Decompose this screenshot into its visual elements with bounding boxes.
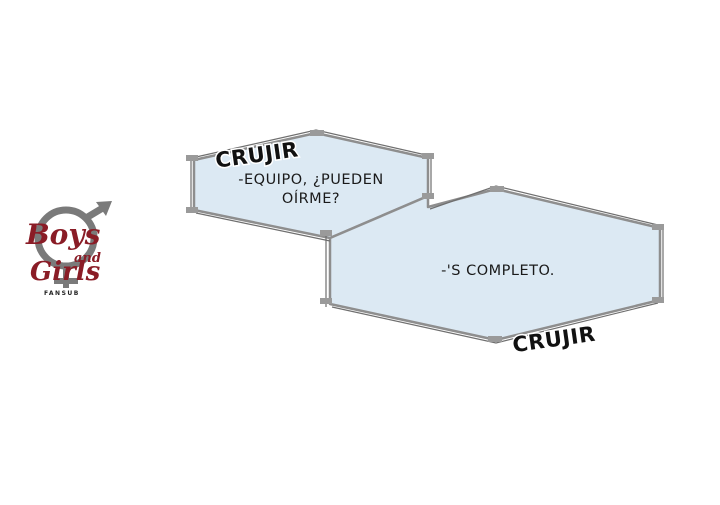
frame-joints [186, 130, 664, 342]
gender-symbol-icon [34, 201, 112, 292]
logo-word-girls: Girls [30, 257, 101, 287]
fansub-logo: Boys and Girls FANSUB [25, 201, 112, 297]
logo-tag-bg [40, 288, 92, 297]
logo-word-and: and [74, 251, 101, 266]
dialogue-upper-line-2: OÍRME? [282, 190, 340, 207]
logo-tagline: FANSUB [44, 290, 80, 297]
dialogue-upper-line-1: -EQUIPO, ¿PUEDEN [238, 172, 383, 188]
dialogue-lower-line-1: -'S COMPLETO. [441, 263, 555, 279]
logo-word-boys: Boys [25, 218, 101, 251]
hologram-screens [186, 129, 664, 344]
